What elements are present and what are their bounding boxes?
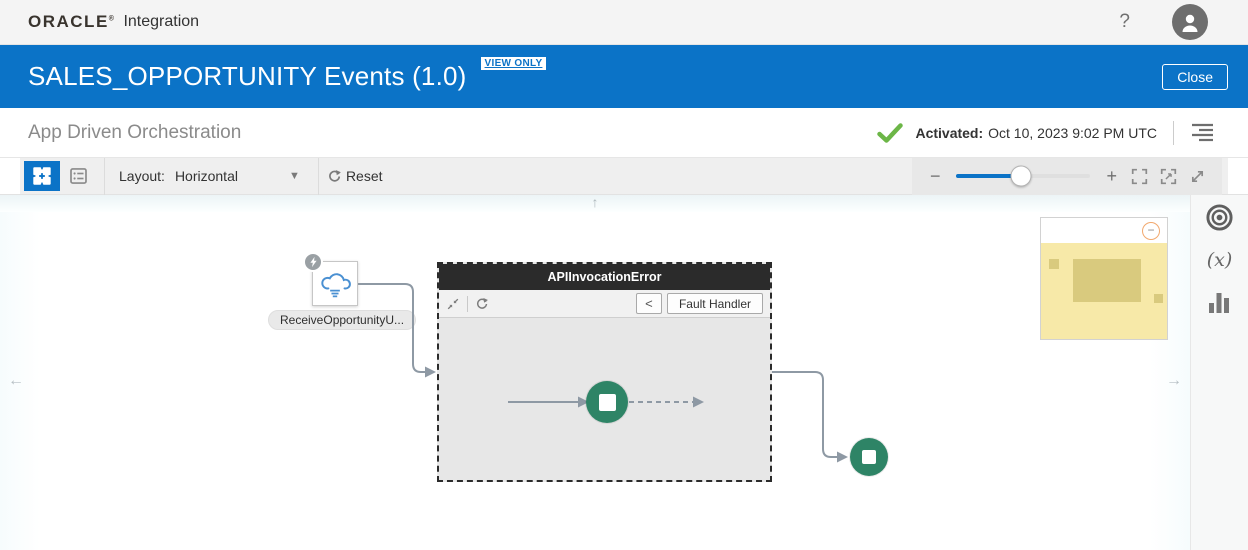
canvas-view-button[interactable]	[24, 161, 60, 191]
zoom-slider[interactable]	[956, 165, 1091, 187]
collapse-icon[interactable]	[446, 297, 460, 311]
minimap-node-end	[1154, 294, 1163, 303]
minimap-collapse-button[interactable]: −	[1142, 221, 1160, 240]
variables-icon[interactable]: (x)	[1206, 249, 1233, 271]
activation-status: Activated: Oct 10, 2023 9:02 PM UTC	[877, 122, 1157, 143]
zoom-to-fit-icon[interactable]	[1154, 168, 1183, 185]
activated-label: Activated:	[915, 124, 984, 141]
view-only-badge: VIEW ONLY	[480, 57, 547, 70]
product-name: Integration	[123, 13, 200, 30]
checkmark-icon	[877, 122, 904, 143]
minimap-node-trigger	[1049, 259, 1059, 269]
stop-icon	[862, 450, 876, 464]
trigger-node-receive-opportunity[interactable]	[303, 252, 358, 306]
canvas-toolbar: Layout: Horizontal ▼ Reset − +	[20, 157, 1228, 195]
expand-canvas-icon[interactable]	[1183, 168, 1212, 185]
zoom-slider-fill	[956, 174, 1021, 178]
list-view-icon	[69, 168, 87, 184]
fit-to-canvas-icon[interactable]	[1125, 168, 1154, 185]
layout-label: Layout:	[119, 168, 165, 184]
close-button[interactable]: Close	[1162, 63, 1228, 90]
zoom-slider-thumb[interactable]	[1010, 165, 1032, 187]
minimap-viewport[interactable]	[1041, 243, 1167, 339]
fault-handler-box[interactable]: APIInvocationError < Fault Handler	[437, 262, 772, 482]
page-title: SALES_OPPORTUNITY Events (1.0)	[28, 61, 467, 91]
layout-selected-value: Horizontal	[174, 168, 238, 184]
reset-layout-button[interactable]: Reset	[327, 168, 383, 184]
activated-timestamp: Oct 10, 2023 9:02 PM UTC	[988, 124, 1157, 141]
pan-left-arrow[interactable]: ←	[0, 212, 40, 550]
tracking-icon[interactable]	[1203, 202, 1237, 232]
pseudo-view-button[interactable]	[60, 161, 96, 191]
stop-node-end[interactable]	[850, 438, 888, 476]
puzzle-icon	[33, 167, 51, 185]
refresh-icon[interactable]	[475, 297, 489, 311]
canvas-toolbar-row: Layout: Horizontal ▼ Reset − +	[0, 157, 1248, 195]
minimap-header: −	[1041, 218, 1167, 243]
chevron-down-icon: ▼	[289, 170, 300, 182]
reset-icon	[329, 169, 341, 182]
stop-icon	[598, 393, 616, 411]
fault-handler-button[interactable]: Fault Handler	[666, 293, 763, 314]
person-icon	[1182, 14, 1198, 32]
zoom-in-button[interactable]: +	[1106, 165, 1117, 186]
canvas-right-rail: (x)	[1190, 195, 1248, 550]
minimap-node-scope	[1073, 259, 1141, 302]
fault-box-toolbar: < Fault Handler	[439, 290, 770, 318]
stop-node-fault[interactable]	[586, 381, 628, 423]
pan-up-arrow[interactable]: ↑	[0, 195, 1190, 212]
integration-subheader: App Driven Orchestration Activated: Oct …	[0, 108, 1248, 158]
oracle-logo: ORACLE®	[28, 12, 116, 31]
help-icon[interactable]: ?	[1119, 11, 1130, 32]
orchestration-type-label: App Driven Orchestration	[28, 121, 242, 143]
zoom-out-button[interactable]: −	[929, 165, 941, 186]
zoom-controls: − +	[911, 157, 1222, 195]
trigger-lightning-badge	[303, 252, 323, 272]
layout-dropdown[interactable]: Horizontal ▼	[175, 168, 310, 184]
subheader-divider	[1173, 120, 1174, 145]
app-bar: ORACLE® Integration ?	[0, 0, 1248, 45]
orchestration-canvas[interactable]: ↑ ← → ReceiveOpportunityU... APIInvocati…	[0, 195, 1248, 550]
analytics-icon[interactable]	[1203, 288, 1237, 318]
cloud-adapter-icon	[321, 272, 351, 297]
minimap[interactable]: −	[1040, 217, 1168, 340]
fault-back-button[interactable]: <	[635, 293, 662, 314]
trigger-node-label[interactable]: ReceiveOpportunityU...	[268, 310, 417, 330]
title-bar: SALES_OPPORTUNITY Events (1.0) VIEW ONLY…	[0, 45, 1248, 108]
fault-box-title[interactable]: APIInvocationError	[439, 264, 770, 290]
actions-menu-icon[interactable]	[1190, 123, 1214, 142]
lightning-icon	[309, 256, 317, 268]
user-avatar[interactable]	[1172, 4, 1208, 40]
